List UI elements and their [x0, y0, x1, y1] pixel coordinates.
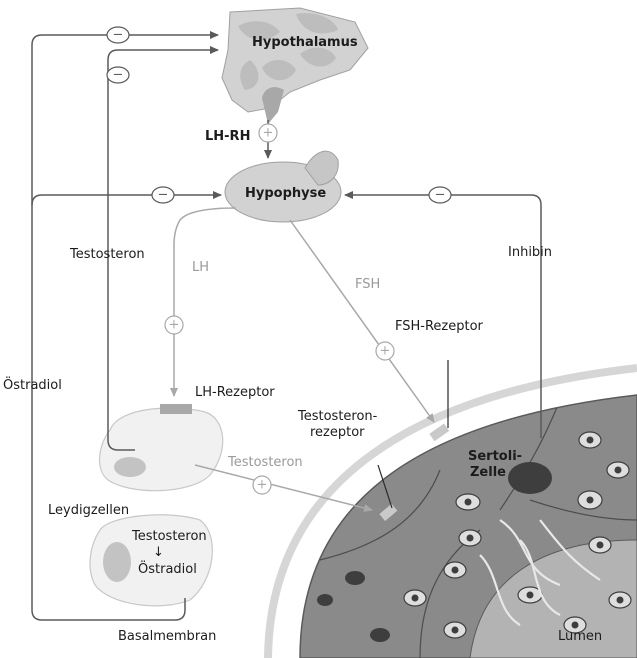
hypothalamus-shape [222, 8, 368, 124]
label-testosteron-left: Testosteron [69, 247, 145, 262]
label-lh-rezeptor: LH-Rezeptor [195, 385, 275, 400]
svg-text:+: + [380, 344, 391, 359]
label-basalmembran: Basalmembran [118, 629, 216, 644]
plus-sign-lh: + [165, 316, 183, 334]
plus-sign-lhrh: + [259, 124, 277, 142]
label-testosteron-rezeptor-line2: rezeptor [310, 425, 365, 440]
label-lh: LH [192, 260, 209, 275]
label-oestradiol-side: Östradiol [3, 376, 62, 393]
oestradiol-to-hypophyse-line [32, 195, 221, 205]
leydig-nucleus-upper [114, 457, 146, 477]
label-conversion-arrow: ↓ [153, 545, 164, 560]
label-hypophyse: Hypophyse [245, 186, 326, 201]
fsh-receptor-marker [429, 424, 449, 442]
svg-text:−: − [113, 28, 124, 43]
label-lhrh: LH-RH [205, 129, 250, 144]
lh-receptor-marker [160, 404, 192, 414]
label-sertoli-line1: Sertoli- [468, 449, 522, 464]
label-sertoli-line2: Zelle [470, 465, 506, 480]
svg-text:−: − [435, 188, 446, 203]
plus-sign-fsh: + [376, 342, 394, 360]
svg-text:−: − [158, 188, 169, 203]
label-lumen: Lumen [558, 629, 602, 644]
svg-text:+: + [169, 318, 180, 333]
minus-sign-inhibin: − [429, 187, 451, 203]
label-conversion-testosteron: Testosteron [131, 529, 207, 544]
inhibin-line [345, 195, 541, 438]
minus-sign-oestradiol-hypophyse: − [152, 187, 174, 203]
leydig-nucleus-lower [103, 542, 131, 582]
label-testosteron-rezeptor-line1: Testosteron- [297, 409, 378, 424]
label-conversion-oestradiol: Östradiol [138, 560, 197, 577]
label-fsh-rezeptor: FSH-Rezeptor [395, 319, 484, 334]
minus-sign-testosteron: − [107, 67, 129, 83]
minus-sign-oestradiol-top: − [107, 27, 129, 43]
svg-text:−: − [113, 68, 124, 83]
label-testosteron-mid: Testosteron [227, 455, 303, 470]
label-leydigzellen: Leydigzellen [48, 503, 129, 518]
sertoli-nucleus [508, 462, 552, 494]
label-fsh: FSH [355, 277, 380, 292]
svg-text:+: + [257, 478, 268, 493]
svg-text:+: + [263, 126, 274, 141]
lh-line [174, 208, 236, 396]
label-hypothalamus: Hypothalamus [252, 35, 358, 50]
plus-sign-testosteron: + [253, 476, 271, 494]
label-inhibin: Inhibin [508, 245, 552, 260]
